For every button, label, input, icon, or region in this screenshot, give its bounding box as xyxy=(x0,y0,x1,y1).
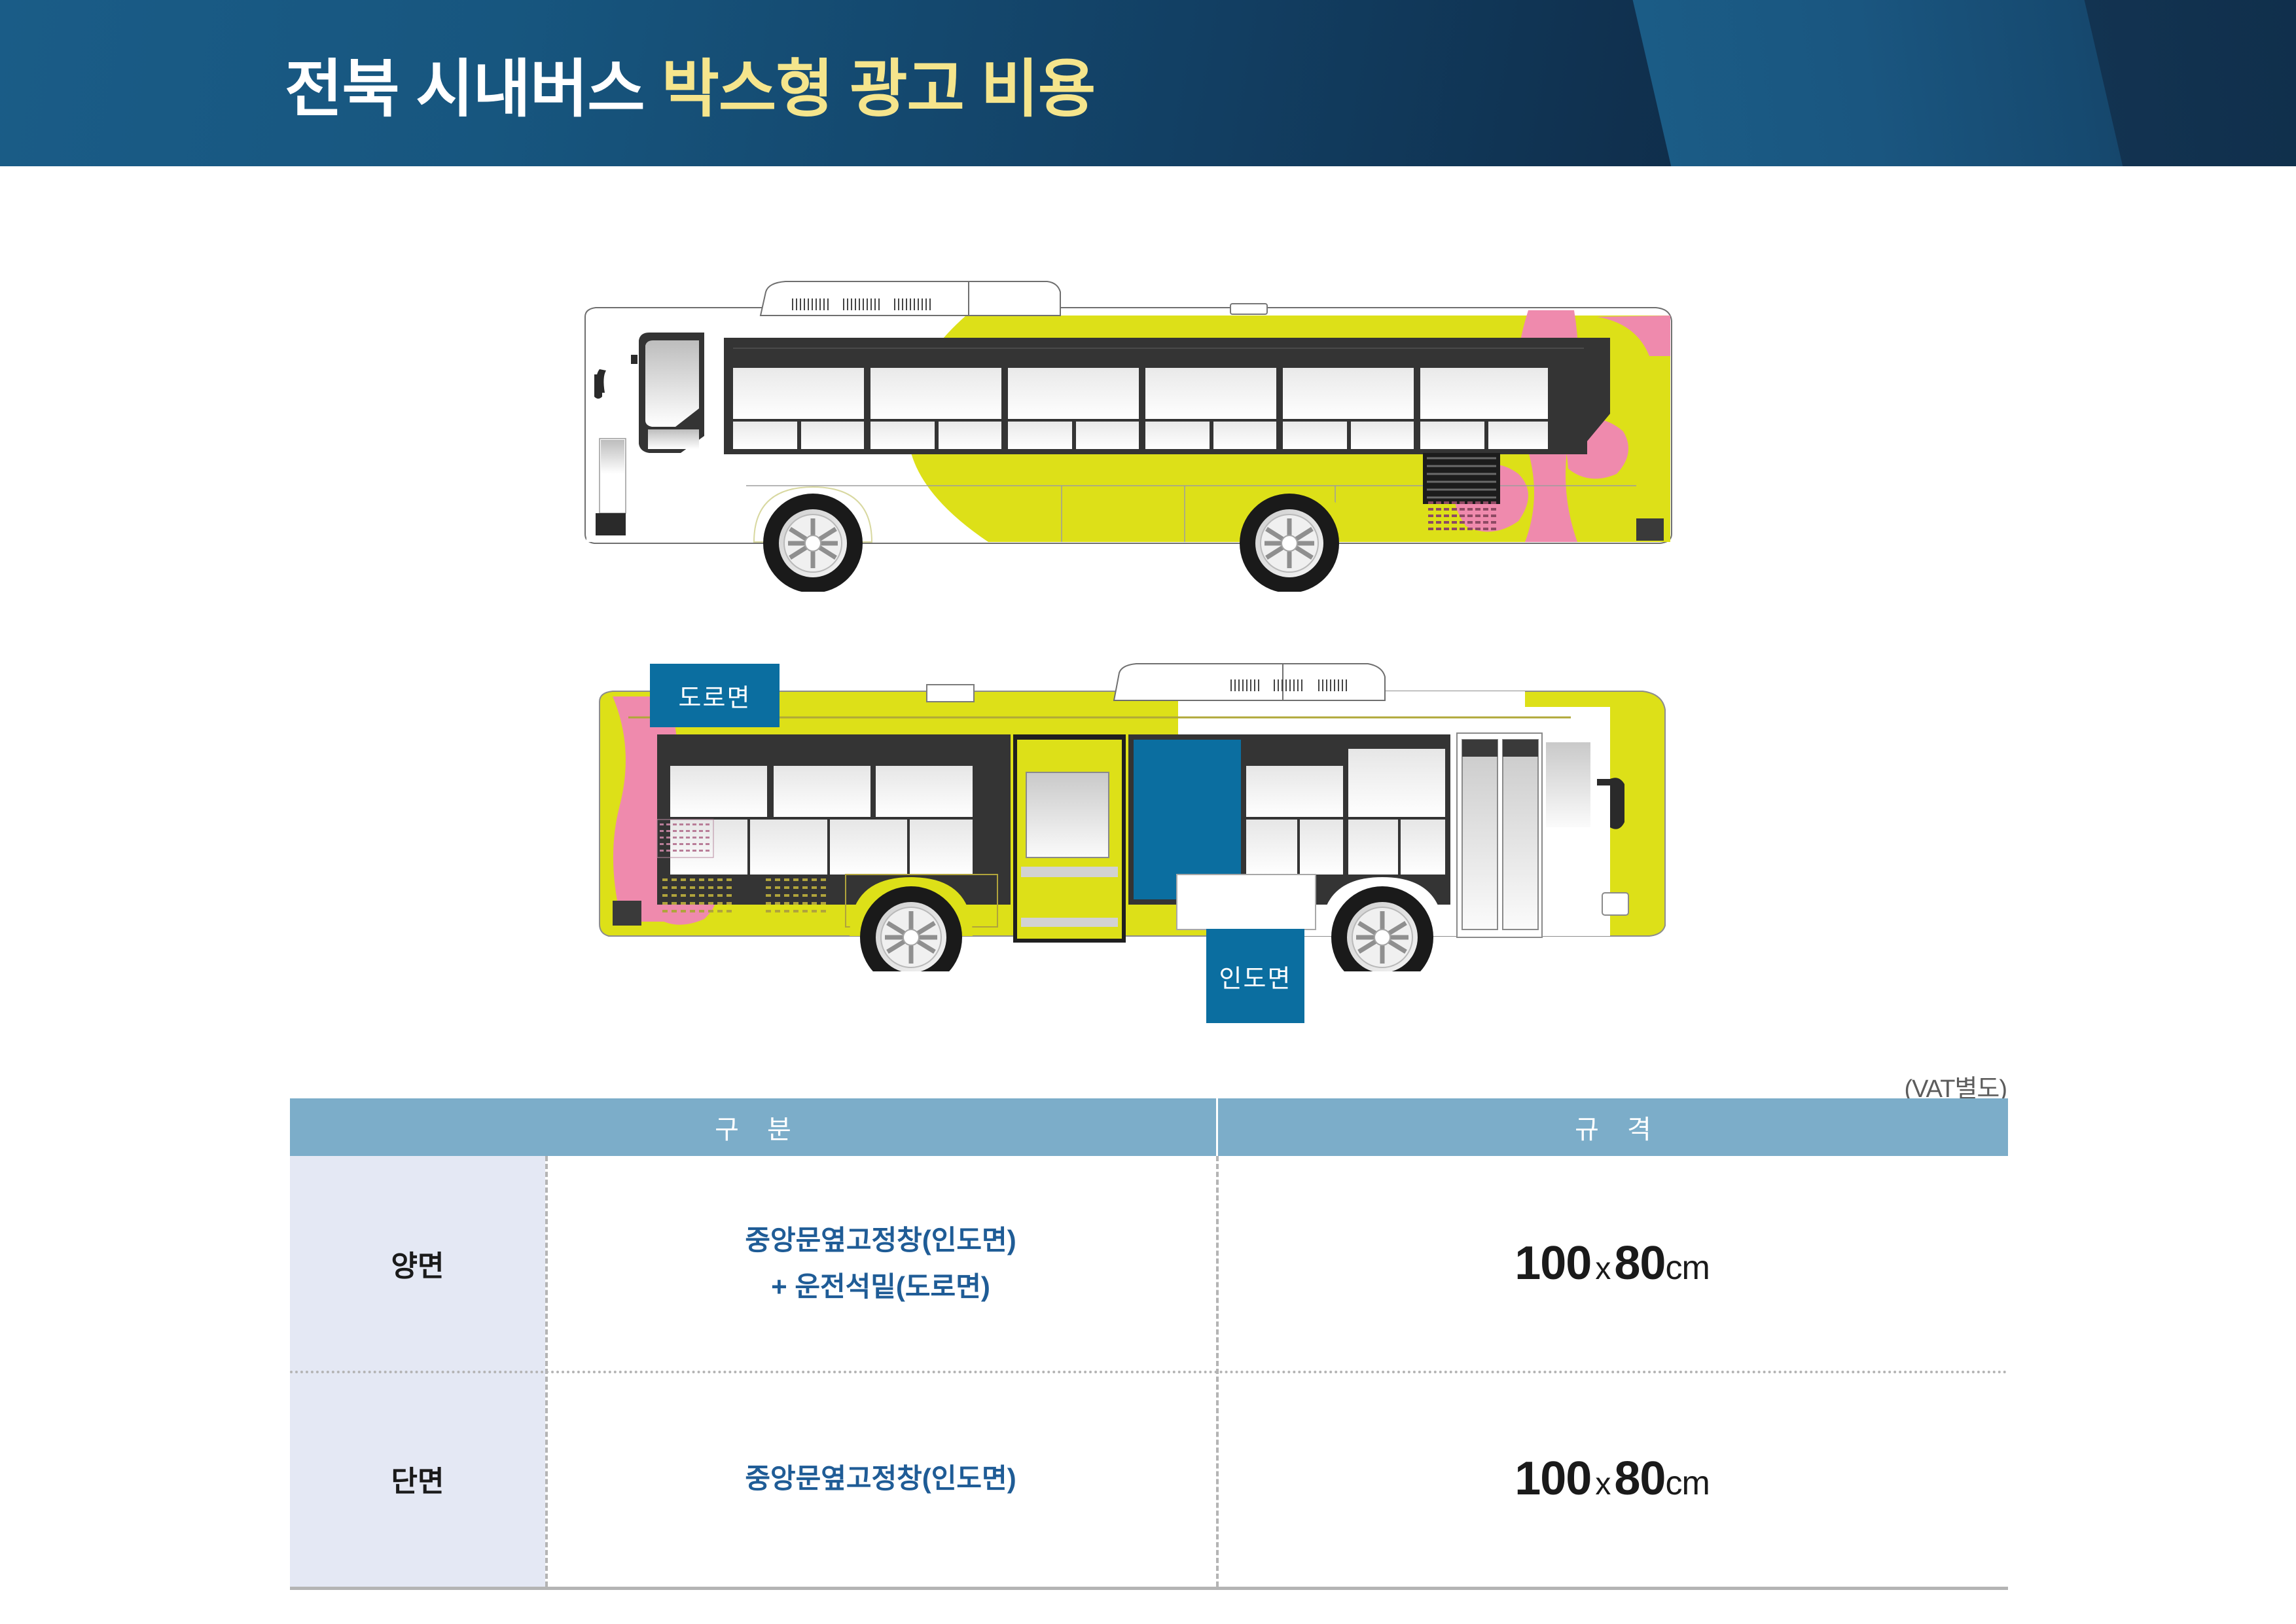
bus-illustration-area: 도로면 인도면 xyxy=(0,166,2296,1063)
table-bottom-border xyxy=(290,1587,2008,1590)
description-line-1: 중앙문옆고정창(인도면) xyxy=(745,1224,1016,1255)
badge-road-side-label: 도로면 xyxy=(678,685,751,712)
badge-sidewalk-side: 인도면 xyxy=(1206,929,1304,1023)
table-header-row: 구 분 규 격 xyxy=(290,1098,2008,1156)
size-unit: cm xyxy=(1665,1249,1710,1287)
column-header-category: 구 분 xyxy=(715,1115,802,1144)
page-title-main: 전북 시내버스 xyxy=(285,54,645,124)
size-separator: x xyxy=(1595,1252,1611,1286)
page-title-accent: 박스형 광고 비용 xyxy=(661,54,1096,124)
size-width: 100 xyxy=(1515,1453,1592,1505)
column-header-size: 규 격 xyxy=(1216,1098,2008,1156)
cell-category-description: 중앙문옆고정창(인도면) xyxy=(545,1371,1216,1587)
size-separator: x xyxy=(1595,1467,1611,1502)
size-unit: cm xyxy=(1665,1464,1710,1502)
bus-sidewalk-side-illustration xyxy=(589,644,1702,988)
cell-category-description: 중앙문옆고정창(인도면) + 운전석밑(도로면) xyxy=(545,1156,1216,1371)
cell-category-kind: 양면 xyxy=(290,1156,545,1371)
size-height: 80 xyxy=(1614,1453,1666,1505)
size-height: 80 xyxy=(1614,1237,1666,1290)
bus-road-side-illustration xyxy=(576,278,1702,595)
description-line-2: + 운전석밑(도로면) xyxy=(771,1271,990,1302)
badge-road-side: 도로면 xyxy=(650,664,780,727)
size-width: 100 xyxy=(1515,1237,1592,1290)
page-title: 전북 시내버스 박스형 광고 비용 xyxy=(285,0,1096,166)
cell-category-kind: 단면 xyxy=(290,1371,545,1587)
badge-sidewalk-side-label: 인도면 xyxy=(1219,965,1292,993)
page-header: 전북 시내버스 박스형 광고 비용 xyxy=(0,0,2296,166)
row-divider xyxy=(290,1371,2008,1373)
description-line-1: 중앙문옆고정창(인도면) xyxy=(745,1463,1016,1494)
